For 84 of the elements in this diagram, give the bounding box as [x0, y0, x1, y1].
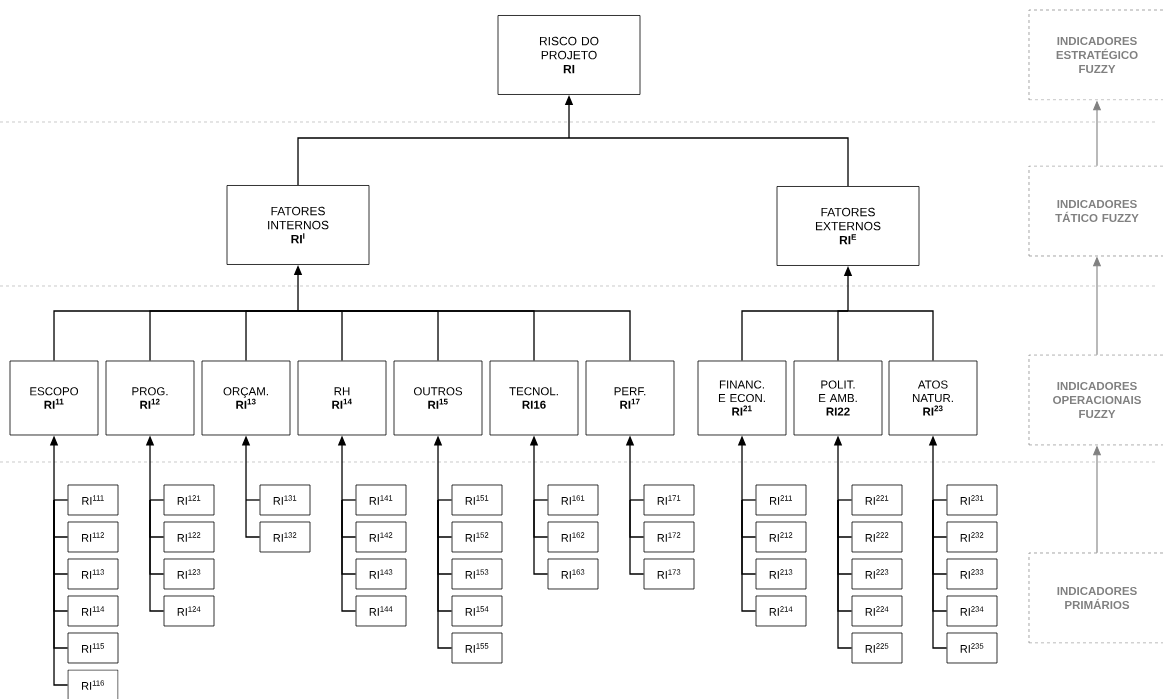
connector-line: [741, 499, 757, 612]
factor-box: ESCOPO RI$^{11}$: [9, 360, 99, 436]
level-box: INDICADORES TÁTICO FUZZY: [1028, 165, 1163, 257]
indicator-box: RI$^{235}$: [946, 632, 998, 664]
indicator-box: RI$^{112}$: [67, 521, 119, 553]
indicator-box: RI$^{222}$: [851, 521, 903, 553]
indicator-box: RI$^{152}$: [451, 521, 503, 553]
connector-line: [341, 499, 357, 612]
indicator-box: RI$^{221}$: [851, 484, 903, 516]
connector-line: [245, 499, 261, 538]
indicator-box: RI$^{123}$: [163, 558, 215, 590]
indicator-box: RI$^{224}$: [851, 595, 903, 627]
indicator-box: RI$^{223}$: [851, 558, 903, 590]
indicator-box: RI$^{211}$: [755, 484, 807, 516]
connector-line: [533, 499, 549, 575]
level-box: INDICADORES PRIMÁRIOS: [1028, 552, 1163, 644]
risk-box: RISCO DO PROJETO RI: [497, 15, 641, 95]
indicator-box: RI$^{115}$: [67, 632, 119, 664]
connector-line: [341, 499, 357, 501]
indicator-box: RI$^{163}$: [547, 558, 599, 590]
connector-line: [53, 499, 69, 501]
indicator-box: RI$^{132}$: [259, 521, 311, 553]
connector-line: [437, 499, 453, 501]
indicator-box: RI$^{173}$: [643, 558, 695, 590]
indicator-box: RI$^{231}$: [946, 484, 998, 516]
connector-line: [149, 499, 165, 612]
factor-box: OUTROS RI$^{15}$: [393, 360, 483, 436]
connector-line: [53, 499, 69, 686]
indicator-box: RI$^{162}$: [547, 521, 599, 553]
indicator-box: RI$^{154}$: [451, 595, 503, 627]
indicator-box: RI$^{171}$: [643, 484, 695, 516]
indicator-box: RI$^{153}$: [451, 558, 503, 590]
connector-line: [245, 499, 261, 501]
indicator-box: RI$^{121}$: [163, 484, 215, 516]
indicator-box: RI$^{234}$: [946, 595, 998, 627]
risk-box: FATORES EXTERNOS RI$^{E}$: [776, 186, 920, 266]
connector-line: [533, 499, 549, 501]
level-box: INDICADORES OPERACIONAIS FUZZY: [1028, 354, 1163, 446]
indicator-box: RI$^{161}$: [547, 484, 599, 516]
indicator-box: RI$^{131}$: [259, 484, 311, 516]
indicator-box: RI$^{114}$: [67, 595, 119, 627]
indicator-box: RI$^{225}$: [851, 632, 903, 664]
indicator-box: RI$^{122}$: [163, 521, 215, 553]
indicator-box: RI$^{124}$: [163, 595, 215, 627]
connector-line: [297, 310, 631, 362]
factor-box: PERF. RI$^{17}$: [585, 360, 675, 436]
level-box: INDICADORES ESTRATÉGICO FUZZY: [1028, 9, 1163, 101]
indicator-box: RI$^{113}$: [67, 558, 119, 590]
risk-box: FATORES INTERNOS RI$^{I}$: [226, 185, 370, 265]
connector-line: [297, 137, 570, 186]
indicator-box: RI$^{212}$: [755, 521, 807, 553]
indicator-box: RI$^{144}$: [355, 595, 407, 627]
factor-box: ATOS NATUR. RI$^{23}$: [888, 360, 978, 436]
indicator-box: RI$^{141}$: [355, 484, 407, 516]
connector-line: [629, 499, 645, 501]
indicator-box: RI$^{233}$: [946, 558, 998, 590]
connector-line: [837, 499, 853, 649]
factor-box: FINANC. E ECON. RI$^{21}$: [697, 360, 787, 436]
indicator-box: RI$^{111}$: [67, 484, 119, 516]
indicator-box: RI$^{142}$: [355, 521, 407, 553]
connector-line: [437, 499, 453, 649]
factor-box: TECNOL. RI16: [489, 360, 579, 436]
factor-box: ORÇAM. RI$^{13}$: [201, 360, 291, 436]
indicator-box: RI$^{213}$: [755, 558, 807, 590]
connector-line: [837, 310, 849, 362]
indicator-box: RI$^{232}$: [946, 521, 998, 553]
indicator-box: RI$^{172}$: [643, 521, 695, 553]
connector-line: [149, 499, 165, 501]
connector-line: [741, 499, 757, 501]
connector-line: [932, 499, 948, 649]
indicator-box: RI$^{214}$: [755, 595, 807, 627]
connector-line: [245, 310, 299, 362]
indicator-box: RI$^{151}$: [451, 484, 503, 516]
connector-line: [837, 499, 853, 501]
factor-box: RH RI$^{14}$: [297, 360, 387, 436]
factor-box: PROG. RI$^{12}$: [105, 360, 195, 436]
connector-line: [847, 310, 934, 362]
indicator-box: RI$^{116}$: [67, 669, 119, 699]
connector-line: [568, 137, 849, 187]
factor-box: POLIT. E AMB. RI22: [793, 360, 883, 436]
connector-line: [932, 499, 948, 501]
indicator-box: RI$^{155}$: [451, 632, 503, 664]
connector-line: [629, 499, 645, 575]
indicator-box: RI$^{143}$: [355, 558, 407, 590]
